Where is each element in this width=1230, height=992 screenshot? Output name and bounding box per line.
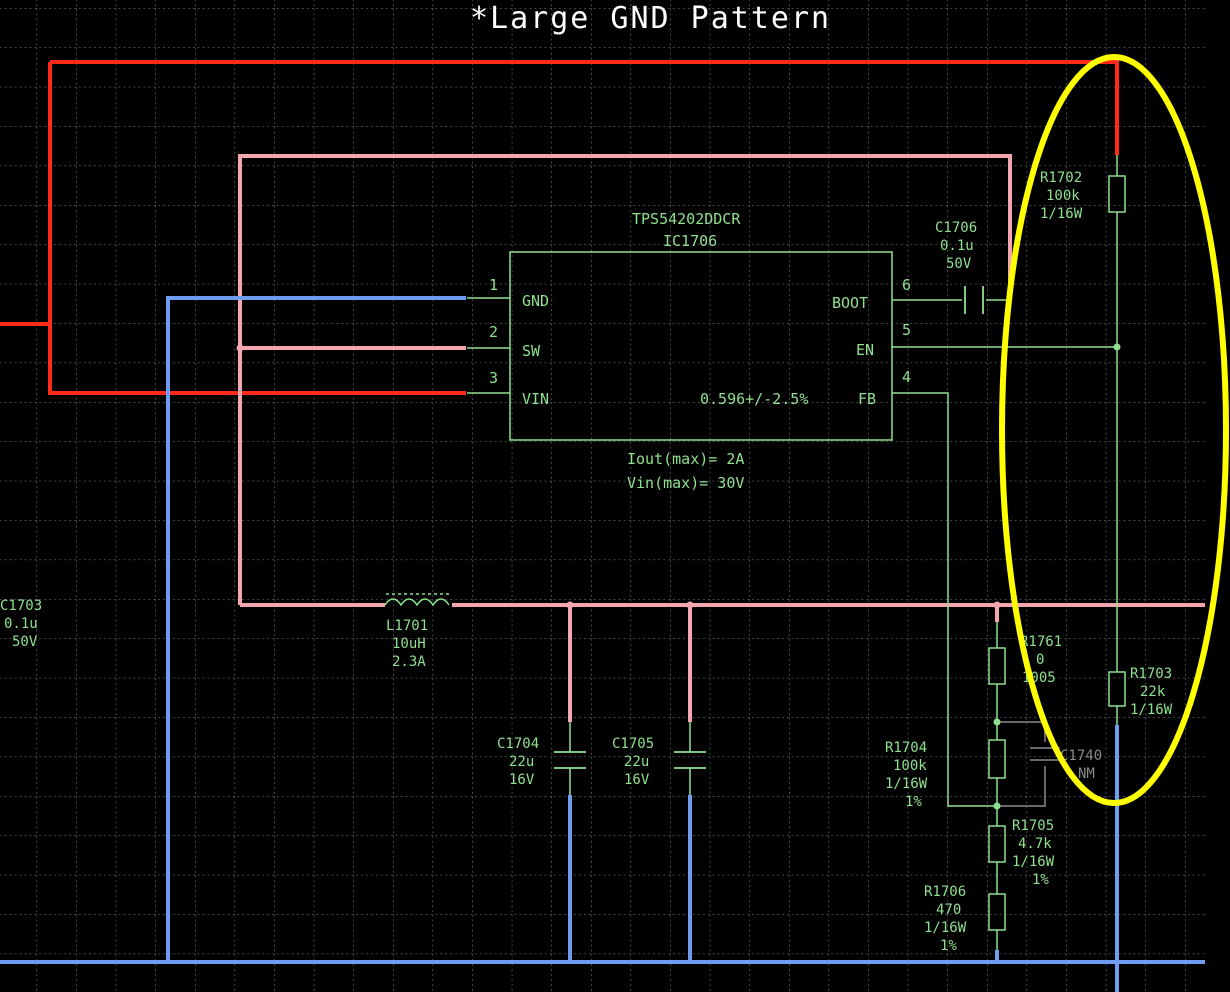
pin-5-number: 5 — [902, 321, 911, 339]
pin-6-number: 6 — [902, 276, 911, 294]
c1705-value: 22u — [624, 754, 649, 770]
junction-dots — [993, 343, 1121, 810]
r1703-value: 22k — [1140, 684, 1166, 700]
l1701-value: 10uH — [392, 636, 426, 652]
r1702-value: 100k — [1046, 188, 1080, 204]
ic-part-number: TPS54202DDCR — [632, 210, 741, 228]
c1740-ref: C1740 — [1060, 748, 1102, 764]
ic-iout-note: Iout(max)= 2A — [627, 450, 744, 468]
pin-1-number: 1 — [489, 276, 498, 294]
capacitor-symbols — [554, 286, 984, 769]
pin-gnd-name: GND — [522, 292, 549, 310]
r1704-body — [988, 739, 1006, 779]
gnd-net[interactable] — [0, 296, 1205, 992]
r1703-rating: 1/16W — [1130, 702, 1173, 718]
c1703-value: 0.1u — [4, 616, 38, 632]
c1703-ref: C1703 — [0, 598, 42, 614]
l1701-symbol — [384, 593, 450, 607]
r1704-tol: 1% — [905, 794, 922, 810]
c1705-ref: C1705 — [612, 736, 654, 752]
r1702-body — [1108, 175, 1126, 213]
sw-net[interactable] — [238, 154, 1205, 722]
r1761-ref: R1761 — [1020, 634, 1062, 650]
r1706-tol: 1% — [940, 938, 957, 954]
c1703-rating: 50V — [12, 634, 38, 650]
c1706-rating: 50V — [946, 256, 972, 272]
r1705-body — [988, 825, 1006, 863]
l1701-rating: 2.3A — [392, 654, 426, 670]
ic-ref: IC1706 — [663, 232, 717, 250]
pin-boot-name: BOOT — [832, 294, 868, 312]
r1704-value: 100k — [893, 758, 927, 774]
r1761-value: 0 — [1036, 652, 1044, 668]
r1761-body — [988, 647, 1006, 685]
r1706-body — [988, 893, 1006, 931]
ic-vref-note: 0.596+/-2.5% — [700, 390, 808, 408]
r1702-rating: 1/16W — [1040, 206, 1083, 222]
c1706-value: 0.1u — [940, 238, 974, 254]
r1704-ref: R1704 — [885, 740, 927, 756]
resistor-symbols — [988, 175, 1126, 931]
pin-fb-name: FB — [858, 390, 876, 408]
l1701-ref: L1701 — [386, 618, 428, 634]
pin-2-number: 2 — [489, 323, 498, 341]
c1704-value: 22u — [509, 754, 534, 770]
page-title: *Large GND Pattern — [470, 1, 831, 36]
pin-vin-name: VIN — [522, 390, 549, 408]
r1705-value: 4.7k — [1018, 836, 1052, 852]
pin-sw-name: SW — [522, 342, 541, 360]
vin-net[interactable] — [0, 60, 1119, 395]
ic-vinmax-note: Vin(max)= 30V — [627, 474, 744, 492]
c1705-rating: 16V — [624, 772, 650, 788]
pin-en-name: EN — [856, 341, 874, 359]
r1706-ref: R1706 — [924, 884, 966, 900]
c1706-ref: C1706 — [935, 220, 977, 236]
r1705-ref: R1705 — [1012, 818, 1054, 834]
r1705-tol: 1% — [1032, 872, 1049, 888]
r1706-value: 470 — [936, 902, 961, 918]
c1704-rating: 16V — [509, 772, 535, 788]
junction-dots-sw — [236, 344, 1001, 609]
ic1706-body[interactable] — [509, 251, 893, 441]
r1706-rating: 1/16W — [924, 920, 967, 936]
pin-4-number: 4 — [902, 368, 911, 386]
r1703-ref: R1703 — [1130, 666, 1172, 682]
r1704-rating: 1/16W — [885, 776, 928, 792]
c1740-value: NM — [1078, 766, 1095, 782]
pin-3-number: 3 — [489, 369, 498, 387]
r1705-rating: 1/16W — [1012, 854, 1055, 870]
highlight-ellipse — [999, 54, 1229, 806]
c1704-ref: C1704 — [497, 736, 539, 752]
r1702-ref: R1702 — [1040, 170, 1082, 186]
r1703-body — [1108, 671, 1126, 707]
